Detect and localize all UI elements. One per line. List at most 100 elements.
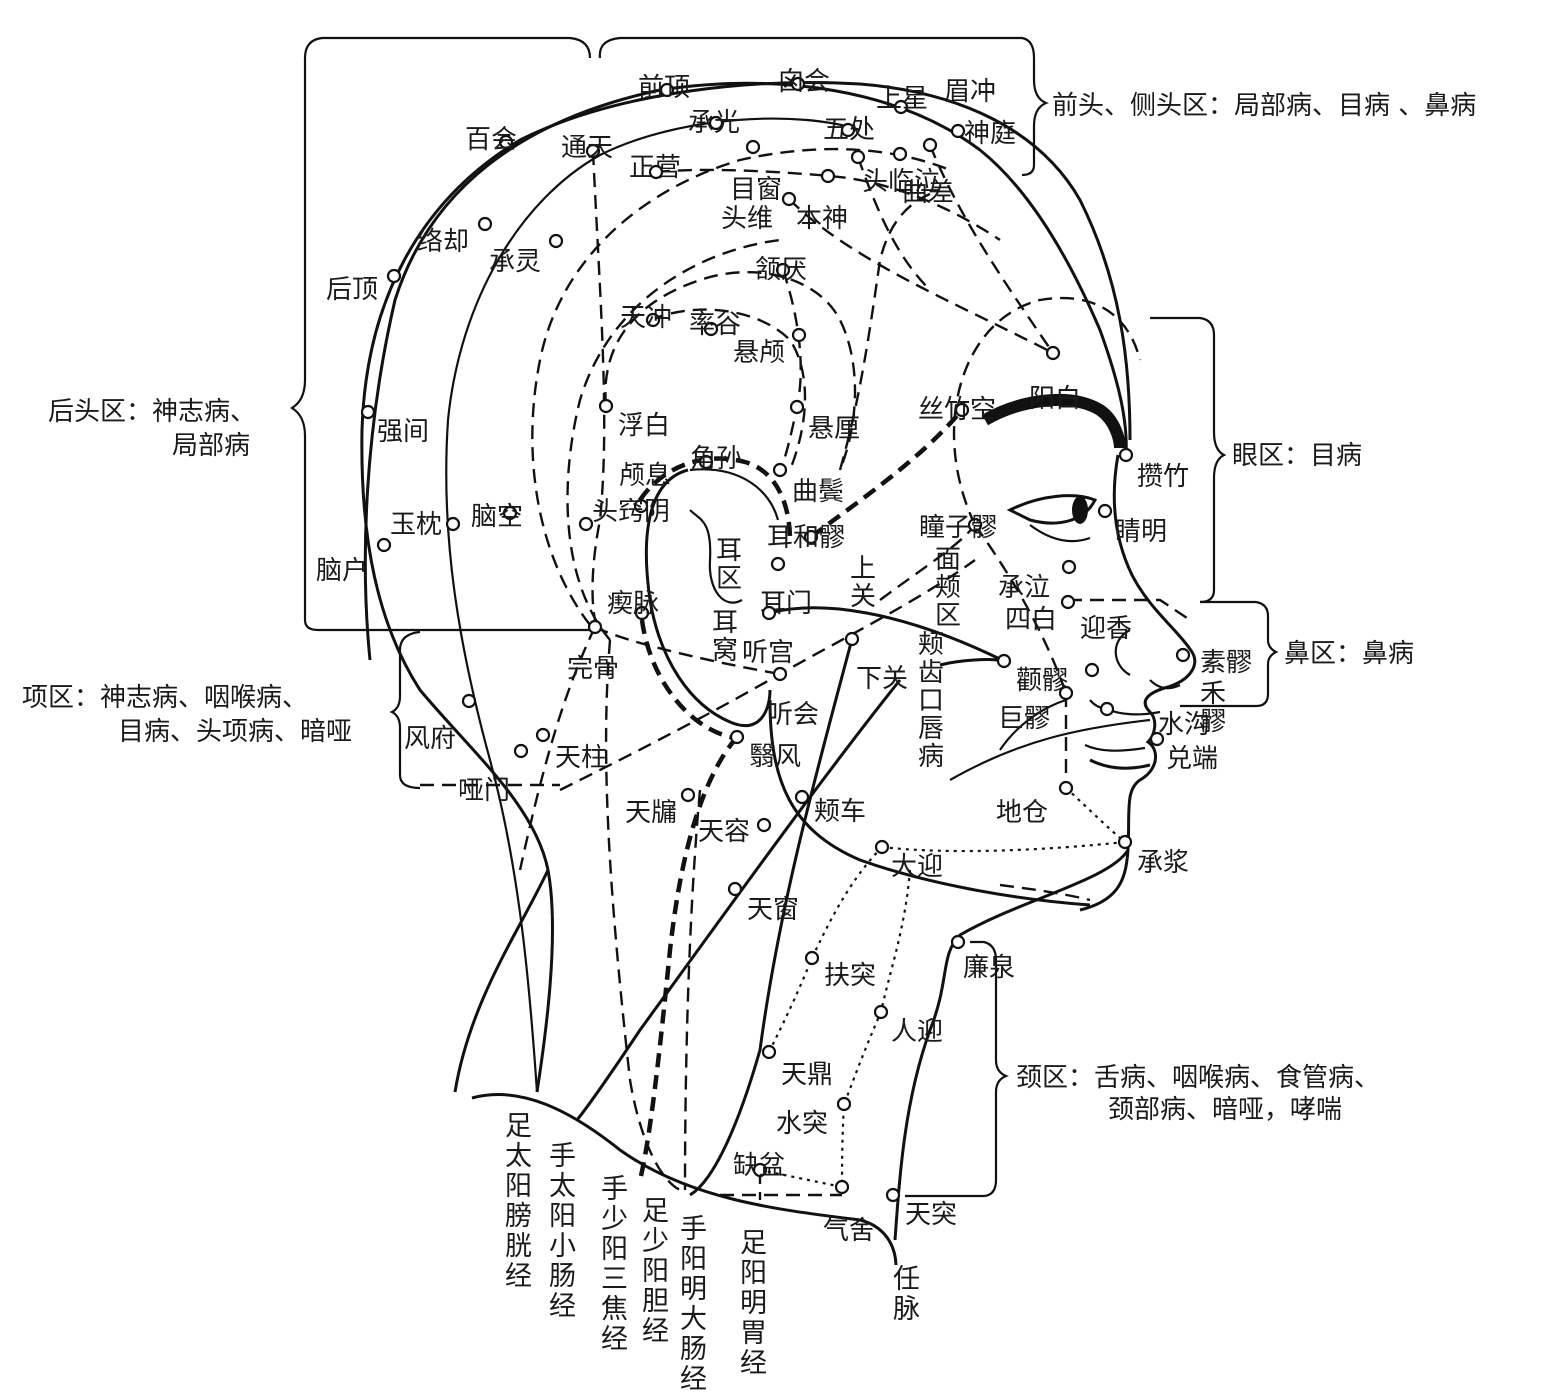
acupoint-label: 大迎 (891, 852, 943, 882)
acupoint-label: 脑空 (471, 502, 523, 532)
acupoint-label: 迎香 (1080, 614, 1132, 644)
acupoint-label: 天窗 (747, 895, 799, 925)
zone-nape-line1: 项区：神志病、咽喉病、 (22, 683, 308, 713)
acupoint-marker (1045, 345, 1061, 361)
acupoint-marker (648, 164, 664, 180)
zone-eye: 眼区：目病 (1232, 441, 1362, 471)
acupoint-marker (585, 143, 601, 159)
acupoint-label: 天突 (905, 1200, 957, 1230)
acupoint-marker (834, 1179, 850, 1195)
acupoint-marker (772, 666, 788, 682)
acupoint-marker (761, 1044, 777, 1060)
acupoint-marker (791, 327, 807, 343)
acupoint-label: 完骨 (567, 654, 619, 684)
acupoint-marker (850, 149, 866, 165)
acupoint-marker (789, 399, 805, 415)
acupoint-marker (548, 233, 564, 249)
acupoint-marker (950, 934, 966, 950)
zone-front-head: 前头、侧头区：局部病、目病 、鼻病 (1052, 91, 1476, 121)
acupoint-marker (698, 454, 714, 470)
acupoint-marker (703, 321, 719, 337)
region-label: 禾髎 (1200, 679, 1226, 737)
zone-braces (289, 36, 1279, 1198)
acupoint-marker (752, 1162, 768, 1178)
acupoint-marker (922, 137, 938, 153)
acupoint-label: 承灵 (489, 247, 541, 277)
zone-nose: 鼻区：鼻病 (1284, 639, 1414, 669)
acupoint-marker (477, 216, 493, 232)
acupoint-marker (770, 556, 786, 572)
acupoint-label: 络却 (417, 227, 469, 257)
acupoint-marker (874, 839, 890, 855)
region-label: 耳区 (716, 536, 742, 594)
acupoint-marker (885, 1187, 901, 1203)
acupoint-label: 地仓 (996, 798, 1048, 828)
acupoint-label: 上星 (876, 84, 928, 114)
acupoint-label: 头临泣 (862, 167, 940, 197)
acupoint-label: 承浆 (1137, 848, 1189, 878)
acupoint-label: 听宫 (742, 638, 794, 668)
acupoint-marker (727, 881, 743, 897)
acupoint-marker (1084, 662, 1100, 678)
zone-labels: 前头、侧头区：局部病、目病 、鼻病 后头区：神志病、 局部病 眼区：目病 鼻区：… (22, 91, 1476, 1125)
acupoint-marker (893, 99, 909, 115)
acupoint-label: 五处 (823, 115, 875, 145)
acupoint-label: 颊车 (814, 797, 866, 827)
acupoint-label: 颅息 (619, 461, 671, 491)
acupoint-label: 百会 (465, 125, 517, 155)
acupoint-marker (761, 605, 777, 621)
acupoint-label: 巨髎 (998, 704, 1050, 734)
acupoint-marker (967, 517, 983, 533)
acupoint-label: 四白 (1005, 605, 1057, 635)
acupoint-label: 承光 (688, 108, 740, 138)
acupoint-marker (873, 1004, 889, 1020)
acupoint-marker (1149, 731, 1165, 747)
acupoints-layer: 百会前顶囟会上星眉冲神庭通天承光五处正营头临泣曲差目窗本神头维络却承灵后顶颔厌天… (316, 67, 1252, 1246)
acupoint-marker (1097, 503, 1113, 519)
meridian-hand-shaoyang: 手少阳三焦经 (601, 1174, 628, 1355)
acupoint-marker (502, 505, 518, 521)
acupoint-label: 玉枕 (390, 510, 442, 540)
acupoint-marker (578, 516, 594, 532)
acupoint-label: 率谷 (689, 310, 741, 340)
acupoint-label: 曲鬓 (792, 477, 844, 507)
acupoint-marker (745, 139, 761, 155)
acupoint-label: 角孙 (690, 444, 742, 474)
acupoint-marker (461, 693, 477, 709)
acupoint-marker (360, 404, 376, 420)
region-label: 上关 (850, 554, 876, 612)
acupoint-label: 承泣 (998, 573, 1050, 603)
acupoint-marker (513, 743, 529, 759)
acupoint-label: 扶突 (824, 961, 876, 991)
acupoint-label: 瘈脉 (607, 589, 659, 619)
acupoint-label: 悬颅 (733, 338, 785, 368)
acupoint-marker (781, 191, 797, 207)
acupoint-marker (376, 537, 392, 553)
region-label: 面颊区 (935, 545, 961, 631)
acupoint-marker (1060, 594, 1076, 610)
acupoint-label: 后顶 (326, 275, 378, 305)
meridian-foot-yangming: 足阳明胃经 (740, 1228, 767, 1379)
acupoint-marker (1175, 647, 1191, 663)
acupoint-marker (708, 115, 724, 131)
acupoint-label: 下关 (856, 664, 908, 694)
acupoint-marker (498, 134, 514, 150)
meridian-names: 足太阳膀胱经 手太阳小肠经 手少阳三焦经 足少阳胆经 手阳明大肠经 足阳明胃经 … (505, 1111, 920, 1392)
acupoint-label: 眉冲 (944, 77, 996, 107)
acupoint-label: 脑户 (316, 556, 368, 586)
acupoint-label: 颔厌 (755, 255, 807, 285)
acupoint-label: 天容 (698, 817, 750, 847)
acupoint-marker (634, 605, 650, 621)
acupoint-marker (836, 1096, 852, 1112)
meridian-hand-yangming: 手阳明大肠经 (680, 1214, 707, 1392)
acupoint-label: 丝竹空 (918, 395, 996, 425)
acupoint-label: 缺盆 (733, 1151, 785, 1181)
ear (638, 456, 793, 741)
acupoint-marker (772, 462, 788, 478)
meridian-hand-taiyang: 手太阳小肠经 (549, 1141, 576, 1322)
acupoint-label: 神庭 (964, 119, 1016, 149)
acupoint-marker (659, 82, 675, 98)
acupoint-label: 目窗 (730, 175, 782, 205)
acupoint-marker (1117, 834, 1133, 850)
eye-brow (982, 394, 1181, 770)
